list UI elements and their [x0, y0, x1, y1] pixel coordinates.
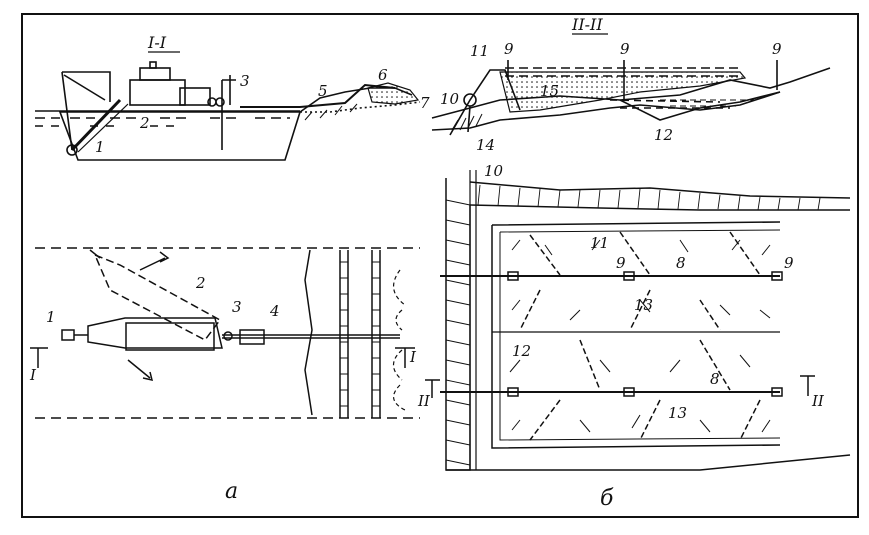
section-2-cross-section: [431, 60, 831, 136]
callout-11-top: 11: [470, 42, 489, 60]
section-title-1: I-I: [147, 33, 167, 52]
callout-9-c: 9: [772, 40, 782, 58]
callout-3-plan: 3: [232, 298, 242, 316]
cut-marker-2-left: II: [417, 392, 431, 410]
callout-11-plan: 11: [590, 234, 609, 252]
callout-9-a: 9: [504, 40, 514, 58]
callout-9-b: 9: [620, 40, 630, 58]
callout-12-plan: 12: [512, 342, 531, 360]
outer-frame: [21, 13, 859, 518]
callout-7: 7: [420, 94, 430, 112]
callout-2-top: 2: [139, 114, 150, 132]
callout-12-top: 12: [654, 126, 673, 144]
callout-1-plan: 1: [46, 308, 56, 326]
callout-2-plan: 2: [195, 274, 206, 292]
plan-b-fill-area: [425, 170, 851, 471]
callout-10-plan: 10: [484, 162, 504, 180]
callout-13-plan-b: 13: [668, 404, 687, 422]
callout-8-plan-b: 8: [710, 370, 720, 388]
section-1-side-view: [35, 61, 421, 161]
callout-9-plan-b: 9: [784, 254, 794, 272]
cut-marker-1-right: I: [409, 348, 417, 366]
callout-1-top: 1: [95, 138, 105, 156]
cut-marker-1-left: I: [29, 366, 37, 384]
callout-5: 5: [318, 82, 328, 100]
callout-10-top: 10: [440, 90, 460, 108]
callout-14: 14: [476, 136, 495, 154]
callout-3-top: 3: [240, 72, 250, 90]
plan-a-dredger: [30, 247, 420, 419]
cut-marker-2-right: II: [811, 392, 825, 410]
panel-label-b: б: [600, 486, 614, 511]
section-title-2: II-II: [571, 15, 603, 34]
callout-9-plan-a: 9: [616, 254, 626, 272]
callout-15: 15: [540, 82, 559, 100]
callout-4-plan: 4: [269, 302, 280, 320]
callout-13-plan-a: 13: [634, 296, 653, 314]
callout-6: 6: [378, 66, 388, 84]
panel-label-a: а: [225, 479, 238, 504]
labels: I-I II-II а б I I II II 1 2 3 5 6 7 11 9…: [29, 15, 825, 511]
callout-8-plan-a: 8: [676, 254, 686, 272]
